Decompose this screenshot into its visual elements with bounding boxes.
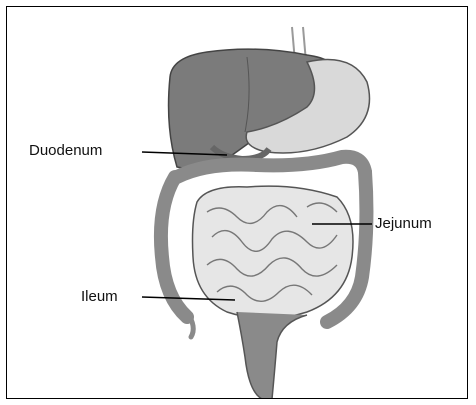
digestive-system-illustration xyxy=(7,7,468,399)
rectum xyxy=(237,312,307,399)
label-ileum: Ileum xyxy=(81,289,118,304)
label-duodenum: Duodenum xyxy=(29,143,102,158)
diagram-frame: Duodenum Jejunum Ileum xyxy=(6,6,468,399)
label-jejunum: Jejunum xyxy=(375,216,432,231)
ascending-colon xyxy=(161,177,187,317)
